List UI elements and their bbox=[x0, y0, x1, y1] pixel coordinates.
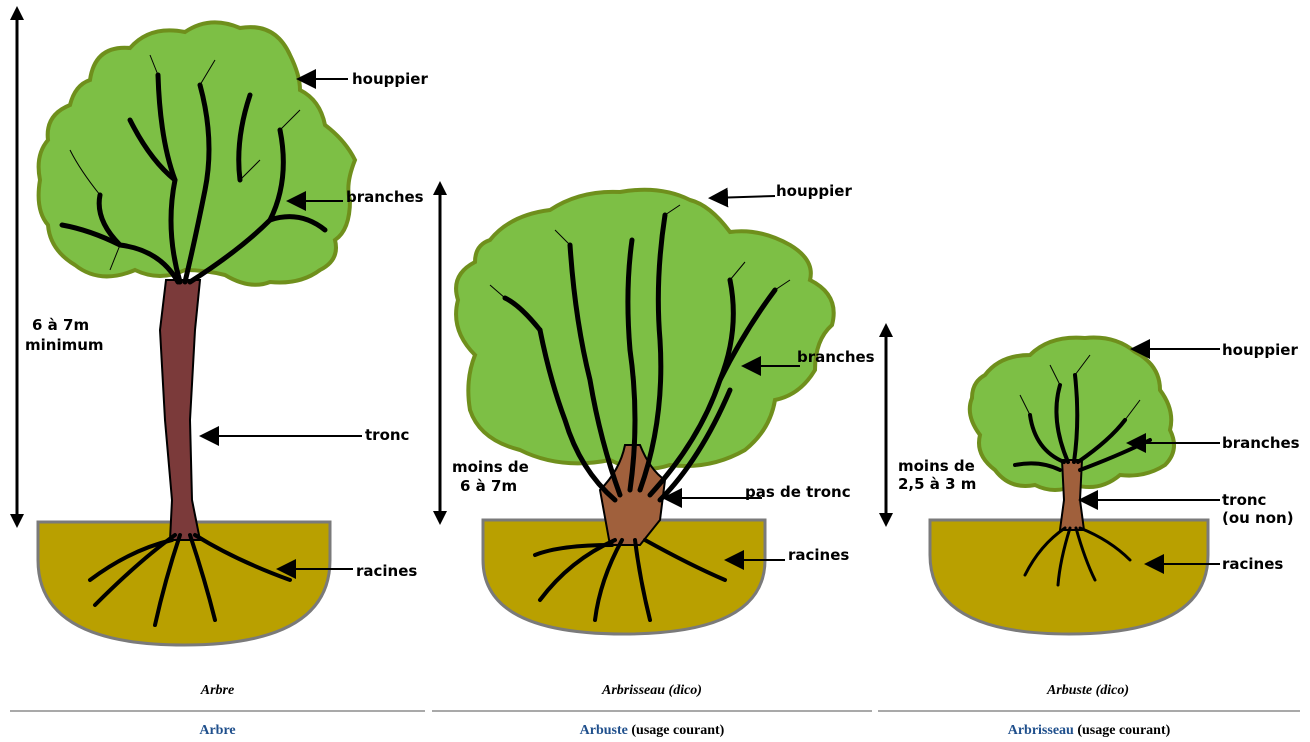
caption-arbrisseau: Arbrisseau (dico) bbox=[432, 683, 872, 699]
link-arbrisseau[interactable]: Arbrisseau bbox=[1008, 723, 1074, 738]
crown bbox=[39, 22, 355, 284]
tree-diagram-arbre: 6 à 7m minimum bbox=[10, 6, 428, 645]
height-text-line2: 6 à 7m bbox=[460, 477, 517, 495]
caption-arbuste: Arbuste (dico) bbox=[878, 683, 1298, 699]
label-pas-de-tronc: pas de tronc bbox=[745, 483, 851, 501]
height-text-line1: moins de bbox=[452, 458, 529, 476]
height-text-line1: moins de bbox=[898, 457, 975, 475]
height-text-line1: 6 à 7m bbox=[32, 316, 89, 334]
trunk bbox=[160, 280, 200, 540]
label-tronc: tronc bbox=[1222, 491, 1266, 509]
soil bbox=[930, 520, 1208, 634]
label-racines: racines bbox=[788, 546, 849, 564]
link-arbuste[interactable]: Arbuste bbox=[580, 723, 628, 738]
tree-diagram-arbuste: moins de 2,5 à 3 m houppier branches bbox=[879, 323, 1300, 634]
label-racines: racines bbox=[356, 562, 417, 580]
label-branches: branches bbox=[797, 348, 875, 366]
separator-line bbox=[10, 710, 425, 712]
usage-note: (usage courant) bbox=[1077, 723, 1170, 738]
label-houppier: houppier bbox=[352, 70, 428, 88]
label-houppier: houppier bbox=[776, 182, 852, 200]
tree-diagram-arbrisseau: moins de 6 à 7m houppier bbox=[433, 181, 875, 634]
height-text-line2: 2,5 à 3 m bbox=[898, 475, 976, 493]
separator-line bbox=[432, 710, 872, 712]
label-tronc: tronc bbox=[365, 426, 409, 444]
label-branches: branches bbox=[346, 188, 424, 206]
label-ou-non: (ou non) bbox=[1222, 509, 1294, 527]
link-arbre[interactable]: Arbre bbox=[199, 723, 235, 738]
footer-link-cell-arbuste: Arbuste (usage courant) bbox=[432, 723, 872, 739]
separator-line bbox=[878, 710, 1300, 712]
label-branches: branches bbox=[1222, 434, 1300, 452]
crown bbox=[456, 190, 834, 469]
caption-arbre: Arbre bbox=[10, 683, 425, 699]
footer-link-cell-arbre: Arbre bbox=[10, 723, 425, 739]
height-text-line2: minimum bbox=[25, 336, 104, 354]
label-arrow bbox=[712, 196, 775, 198]
label-racines: racines bbox=[1222, 555, 1283, 573]
footer-link-cell-arbrisseau: Arbrisseau (usage courant) bbox=[878, 723, 1300, 739]
label-houppier: houppier bbox=[1222, 341, 1298, 359]
usage-note: (usage courant) bbox=[631, 723, 724, 738]
